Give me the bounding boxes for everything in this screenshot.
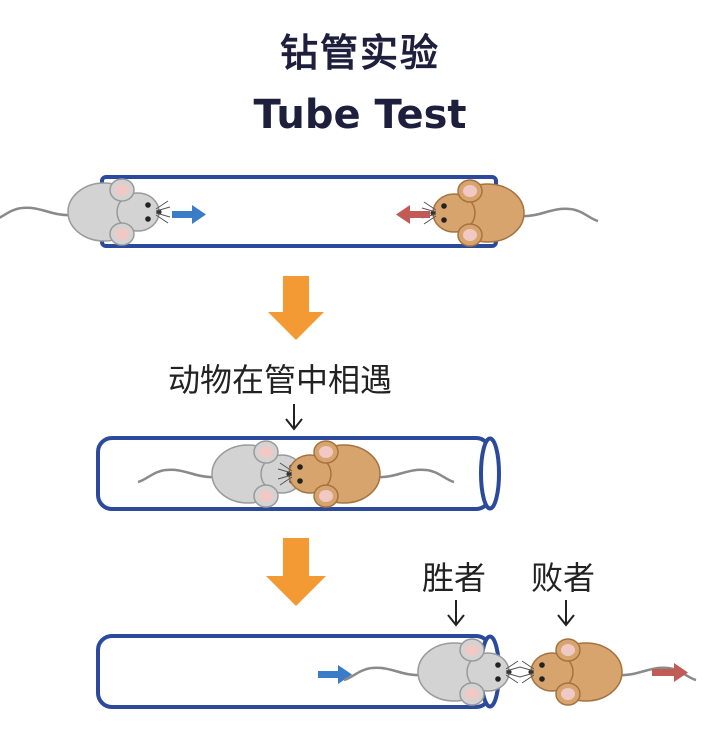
red-arrow-icon — [396, 205, 430, 224]
blue-arrow-icon — [172, 205, 206, 224]
red-arrow-icon — [652, 663, 688, 682]
orange-down-arrow-icon — [266, 538, 326, 606]
winner-label: 胜者 — [422, 559, 487, 597]
down-pointer-arrow-icon — [557, 600, 575, 627]
meet-label: 动物在管中相遇 — [168, 361, 393, 399]
orange-down-arrow-icon — [268, 276, 324, 340]
loser-label: 败者 — [531, 559, 596, 597]
down-pointer-arrow-icon — [447, 600, 465, 627]
blue-arrow-icon — [318, 665, 352, 684]
title-english: Tube Test — [253, 92, 467, 138]
down-pointer-arrow-icon — [285, 404, 303, 431]
title-chinese: 钻管实验 — [279, 31, 440, 75]
